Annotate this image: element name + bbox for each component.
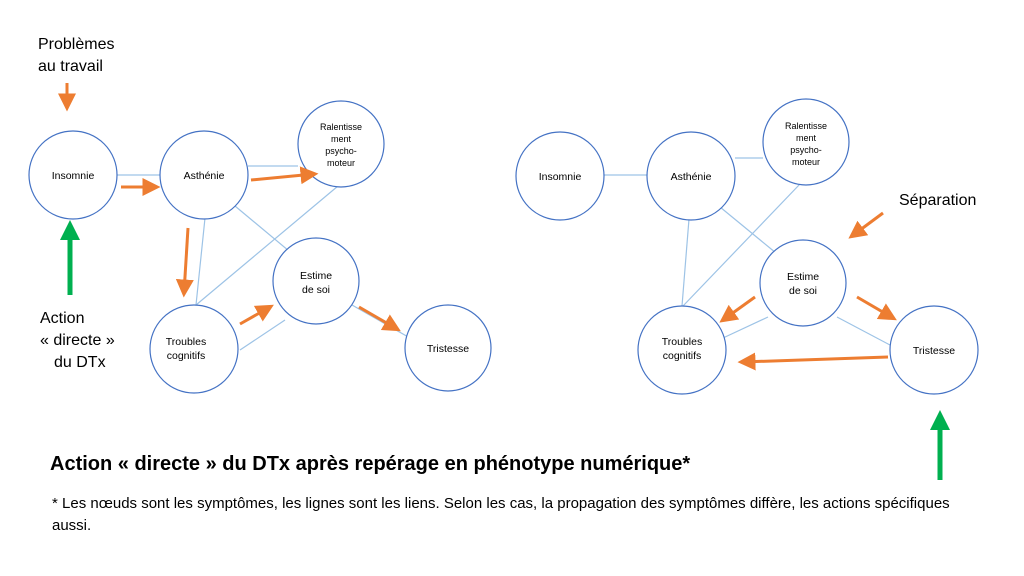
node-insomnie: Insomnie bbox=[515, 131, 605, 221]
node-label: Estime bbox=[300, 270, 332, 282]
node-label: Ralentisse bbox=[785, 121, 827, 131]
action-label-line: Action bbox=[40, 310, 84, 327]
node-ralentissement-psychomoteur: Ralentisse ment psycho- moteur bbox=[297, 100, 385, 188]
node-label: Troubles bbox=[662, 336, 702, 348]
edge-asthenie-estime bbox=[234, 205, 296, 257]
trigger-label-line: au travail bbox=[38, 58, 103, 75]
node-label: Ralentisse bbox=[320, 122, 362, 132]
propagation-arrow-icon bbox=[250, 166, 319, 185]
node-estime-de-soi: Estime de soi bbox=[759, 239, 847, 327]
node-label: Tristesse bbox=[427, 343, 469, 355]
edge-estime-tristesse bbox=[836, 316, 891, 346]
node-label: moteur bbox=[327, 158, 355, 168]
edge-asthenie-troubles bbox=[681, 218, 690, 307]
node-tristesse: Tristesse bbox=[404, 304, 492, 392]
node-estime-de-soi: Estime de soi bbox=[272, 237, 360, 325]
right-edges bbox=[604, 157, 891, 346]
node-label: Tristesse bbox=[913, 345, 955, 357]
node-label: ment bbox=[796, 133, 817, 143]
edge-troubles-estime bbox=[722, 316, 769, 339]
node-label: Estime bbox=[787, 271, 819, 283]
node-asthenie: Asthénie bbox=[159, 130, 249, 220]
node-tristesse: Tristesse bbox=[889, 305, 979, 395]
node-label: Troubles bbox=[166, 336, 206, 348]
edge-ralentissement-troubles bbox=[682, 183, 801, 307]
footnote: * Les nœuds sont les symptômes, les lign… bbox=[52, 495, 950, 534]
node-label: cognitifs bbox=[167, 350, 206, 362]
right-propagation-arrows bbox=[719, 211, 897, 371]
node-troubles-cognitifs: Troubles cognitifs bbox=[149, 304, 239, 394]
node-ralentissement-psychomoteur: Ralentisse ment psycho- moteur bbox=[762, 98, 850, 186]
node-label: psycho- bbox=[325, 146, 357, 156]
node-label: cognitifs bbox=[663, 350, 702, 362]
node-label: Asthénie bbox=[184, 170, 225, 182]
node-label: psycho- bbox=[790, 145, 822, 155]
node-label: Insomnie bbox=[539, 171, 582, 183]
node-label: de soi bbox=[789, 285, 817, 297]
propagation-arrow-icon bbox=[848, 211, 884, 239]
propagation-arrow-icon bbox=[737, 352, 889, 371]
right-diagram: Insomnie Asthénie Ralentisse ment psycho… bbox=[515, 98, 979, 480]
edge-estime-tristesse bbox=[351, 304, 411, 339]
edge-asthenie-estime bbox=[719, 206, 777, 254]
node-asthenie: Asthénie bbox=[646, 131, 736, 221]
propagation-arrow-icon bbox=[358, 305, 401, 332]
edge-asthenie-troubles bbox=[195, 217, 206, 306]
node-label: Asthénie bbox=[671, 171, 712, 183]
node-label: ment bbox=[331, 134, 352, 144]
propagation-arrow-icon bbox=[175, 227, 194, 298]
action-label-line: du DTx bbox=[54, 354, 106, 371]
node-insomnie: Insomnie bbox=[28, 130, 118, 220]
edge-troubles-estime bbox=[239, 319, 286, 351]
edge-ralentissement-troubles bbox=[195, 185, 339, 306]
node-troubles-cognitifs: Troubles cognitifs bbox=[637, 305, 727, 395]
left-propagation-arrows bbox=[58, 83, 401, 332]
node-label: Insomnie bbox=[52, 170, 95, 182]
propagation-arrow-icon bbox=[239, 304, 274, 326]
node-label: de soi bbox=[302, 284, 330, 296]
propagation-arrow-icon bbox=[856, 295, 897, 321]
main-title: Action « directe » du DTx après repérage… bbox=[50, 453, 691, 475]
left-edges bbox=[117, 165, 411, 351]
trigger-label-line: Séparation bbox=[899, 192, 976, 209]
action-label-line: « directe » bbox=[40, 332, 115, 349]
node-label: moteur bbox=[792, 157, 820, 167]
trigger-label-line: Problèmes bbox=[38, 36, 114, 53]
propagation-arrow-icon bbox=[719, 295, 756, 323]
left-diagram: Insomnie Asthénie Ralentisse ment psycho… bbox=[28, 36, 492, 394]
